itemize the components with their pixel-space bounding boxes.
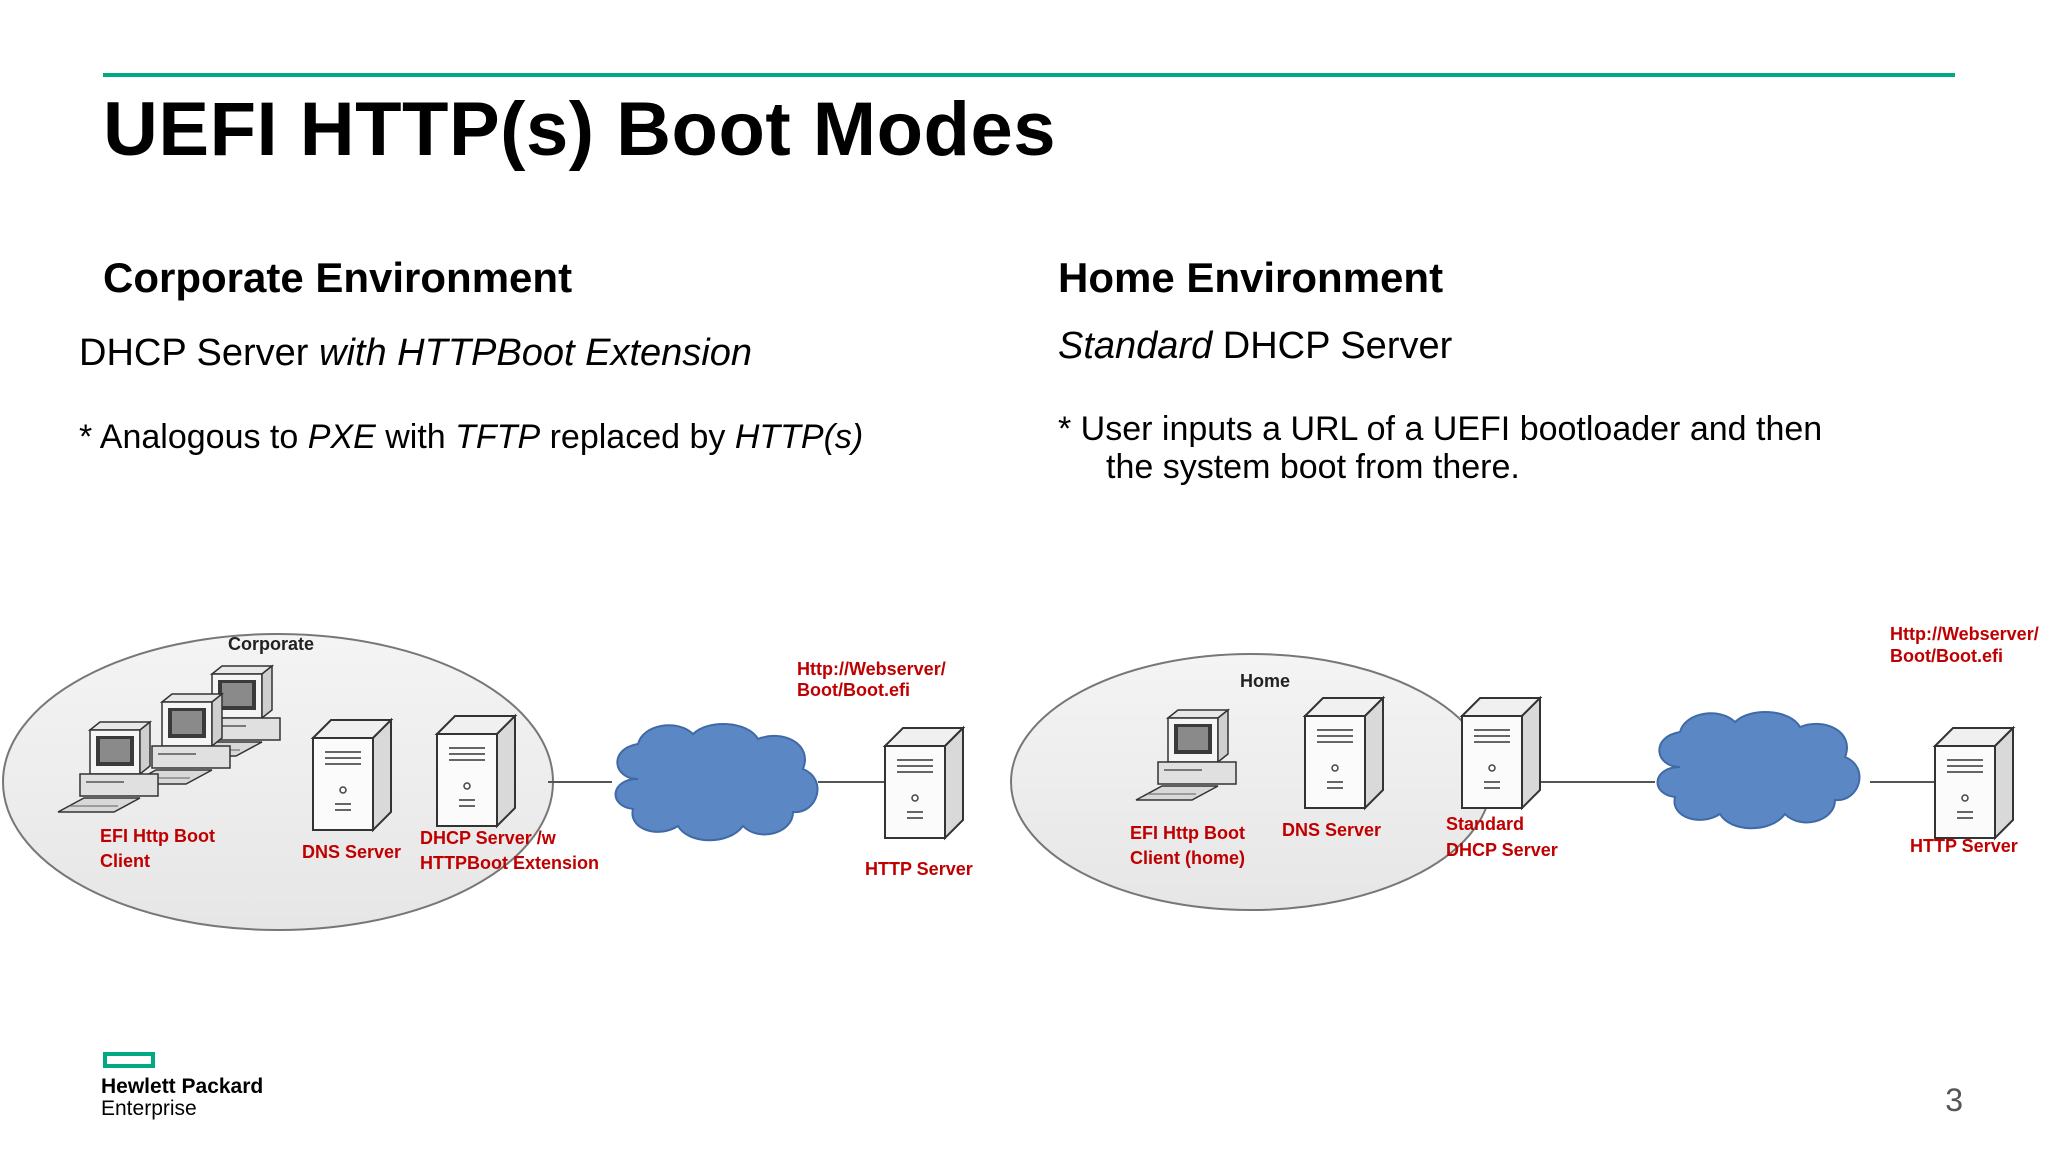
- http-label: HTTP Server: [1910, 836, 2018, 856]
- note-term-pxe: PXE: [307, 418, 376, 456]
- note-term-tftp: TFTP: [455, 418, 541, 456]
- hpe-logo-line2: Enterprise: [101, 1097, 197, 1120]
- client-label-2: Client: [100, 851, 150, 871]
- hpe-logo-line1: Hewlett Packard: [101, 1075, 264, 1098]
- home-dhcp-italic: Standard: [1058, 325, 1213, 367]
- home-zone: [1010, 653, 1492, 911]
- dns-label: DNS Server: [1282, 820, 1381, 840]
- corporate-dhcp-plain: DHCP Server: [79, 332, 320, 374]
- corporate-dhcp-italic: with HTTPBoot Extension: [319, 332, 752, 374]
- corporate-heading: Corporate Environment: [103, 254, 573, 301]
- dhcp-server-icon: [1461, 697, 1541, 809]
- home-diagram: Home Http://Webserver/ Boot/Boot.efi EFI…: [1010, 624, 2039, 911]
- home-dhcp-line: Standard DHCP Server: [1058, 325, 1452, 368]
- network-diagrams: Corporate Http://Webserver/ Boot/Boot.ef…: [2, 624, 2039, 931]
- dns-label: DNS Server: [302, 842, 401, 862]
- corporate-dhcp-line: DHCP Server with HTTPBoot Extension: [79, 332, 752, 375]
- http-server-icon: [1934, 727, 2014, 839]
- home-note-line2: the system boot from there.: [1106, 448, 1520, 486]
- url-line1: Http://Webserver/: [797, 659, 946, 679]
- url-line2: Boot/Boot.efi: [1890, 646, 2003, 666]
- client-label-1: EFI Http Boot: [100, 826, 215, 846]
- url-line2: Boot/Boot.efi: [797, 680, 910, 700]
- title-accent-rule: [103, 73, 1955, 77]
- client-label-1: EFI Http Boot: [1130, 823, 1245, 843]
- dhcp-server-icon: [436, 715, 516, 827]
- home-zone-label: Home: [1240, 671, 1290, 691]
- corporate-note: * Analogous to PXE with TFTP replaced by…: [79, 418, 863, 457]
- home-dhcp-plain: DHCP Server: [1212, 325, 1453, 367]
- page-number: 3: [1945, 1082, 1963, 1118]
- internet-cloud-icon: [614, 722, 819, 842]
- note-text: with: [375, 418, 456, 456]
- http-label: HTTP Server: [865, 859, 973, 879]
- http-server-icon: [884, 727, 964, 839]
- slide-title: UEFI HTTP(s) Boot Modes: [103, 87, 1057, 172]
- note-text: * Analogous to: [79, 418, 308, 456]
- client-label-2: Client (home): [1130, 848, 1245, 868]
- note-term-https: HTTP(s): [734, 418, 864, 456]
- dhcp-label-1: DHCP Server /w: [420, 828, 557, 848]
- internet-cloud-icon: [1656, 710, 1861, 830]
- dns-server-icon: [1304, 697, 1384, 809]
- dhcp-label-1: Standard: [1446, 814, 1524, 834]
- home-heading: Home Environment: [1058, 254, 1444, 301]
- dhcp-label-2: HTTPBoot Extension: [420, 853, 599, 873]
- corporate-diagram: Corporate Http://Webserver/ Boot/Boot.ef…: [2, 633, 973, 931]
- home-note-line1: * User inputs a URL of a UEFI bootloader…: [1058, 410, 1823, 448]
- url-line1: Http://Webserver/: [1890, 624, 2039, 644]
- hpe-logo-mark: [103, 1052, 155, 1068]
- corporate-zone-label: Corporate: [228, 634, 314, 654]
- dhcp-label-2: DHCP Server: [1446, 840, 1558, 860]
- note-text: replaced by: [540, 418, 735, 456]
- dns-server-icon: [312, 719, 392, 831]
